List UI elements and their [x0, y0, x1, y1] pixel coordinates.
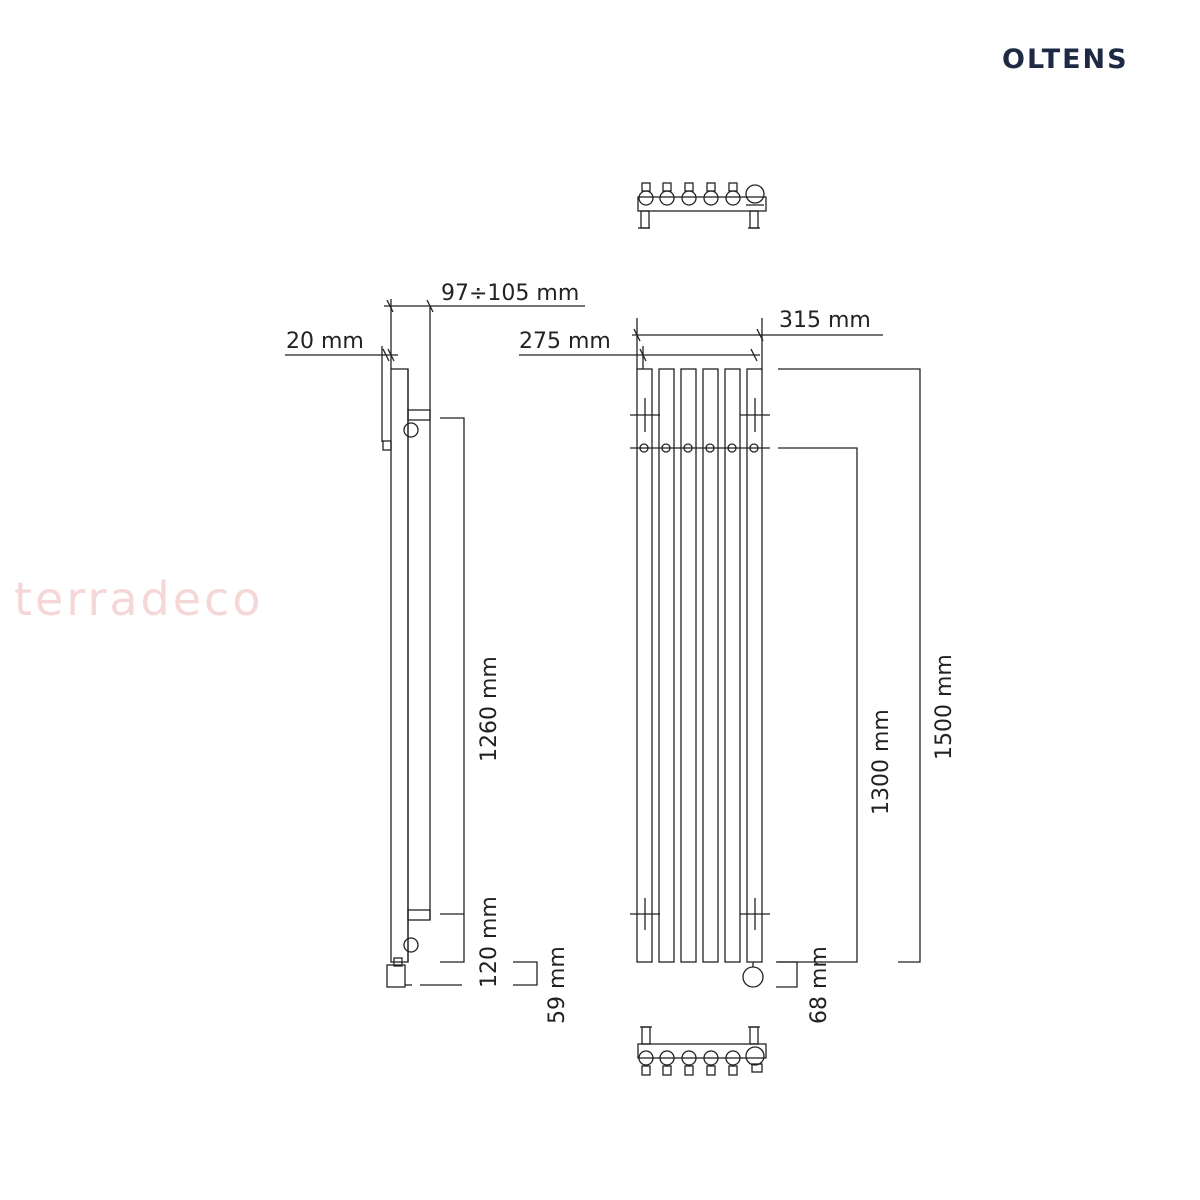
dim-20: 20 mm	[286, 329, 364, 354]
dim-1260: 1260 mm	[477, 656, 502, 762]
dim-1500: 1500 mm	[932, 654, 957, 760]
front-column	[702, 368, 719, 963]
front-column	[658, 368, 675, 963]
heater-knob-icon	[742, 966, 764, 988]
top-plan-view	[637, 182, 767, 229]
bottom-plan-view	[637, 1026, 767, 1076]
dim-68: 68 mm	[807, 946, 832, 1024]
bottom-bracket	[407, 909, 431, 921]
dim-315: 315 mm	[779, 308, 871, 333]
dim-97-105: 97÷105 mm	[441, 281, 579, 306]
front-column	[636, 368, 653, 963]
top-bracket	[407, 409, 431, 421]
top-valve-side	[403, 422, 419, 438]
dim-59: 59 mm	[545, 946, 570, 1024]
side-column	[390, 368, 409, 963]
front-column	[724, 368, 741, 963]
dim-275: 275 mm	[519, 329, 611, 354]
dim-120: 120 mm	[477, 896, 502, 988]
bottom-valve-side	[403, 937, 419, 953]
dim-1300: 1300 mm	[869, 709, 894, 815]
brand-logo: OLTENS	[1002, 44, 1129, 75]
front-column	[746, 368, 763, 963]
watermark: terradeco	[14, 572, 264, 626]
heater-element-side	[386, 964, 406, 988]
front-column	[680, 368, 697, 963]
side-view	[285, 299, 585, 988]
front-view	[519, 318, 921, 988]
